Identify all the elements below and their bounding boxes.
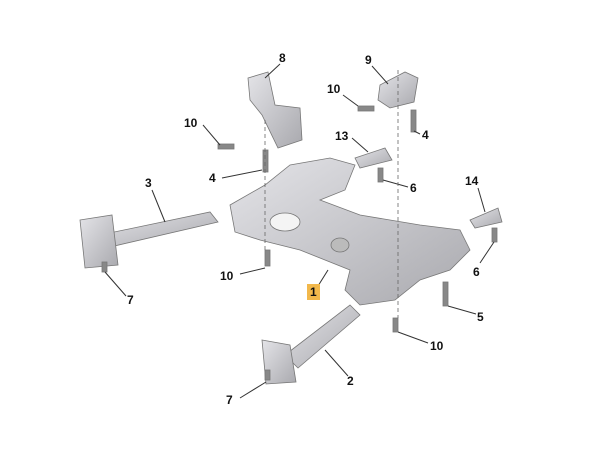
callout-1-highlighted[interactable]: 1	[307, 284, 320, 300]
bracket-9-part	[377, 71, 419, 109]
arm-3-part	[99, 211, 219, 248]
callout-10[interactable]: 10	[327, 82, 341, 96]
callout-4[interactable]: 4	[422, 128, 429, 142]
callout-10[interactable]: 10	[184, 116, 198, 130]
callout-10[interactable]: 10	[220, 269, 234, 283]
plate-13-part	[354, 147, 393, 169]
callout-4[interactable]: 4	[209, 171, 216, 185]
bracket-left-part	[79, 214, 119, 269]
callout-3[interactable]: 3	[145, 176, 152, 190]
callout-6[interactable]: 6	[410, 181, 417, 195]
callout-8[interactable]: 8	[279, 51, 286, 65]
callout-9[interactable]: 9	[365, 53, 372, 67]
callout-13[interactable]: 13	[335, 129, 349, 143]
callout-14[interactable]: 14	[465, 174, 479, 188]
callout-2[interactable]: 2	[347, 374, 354, 388]
subframe-part	[229, 157, 471, 306]
bracket-bottom-part	[261, 339, 297, 385]
callout-6[interactable]: 6	[473, 265, 480, 279]
arm-2-part	[284, 304, 361, 369]
callout-5[interactable]: 5	[477, 310, 484, 324]
plate-14-part	[469, 207, 503, 229]
callout-7[interactable]: 7	[226, 393, 233, 407]
callout-10[interactable]: 10	[430, 339, 444, 353]
callout-7[interactable]: 7	[127, 293, 134, 307]
bracket-8-part	[247, 71, 303, 149]
